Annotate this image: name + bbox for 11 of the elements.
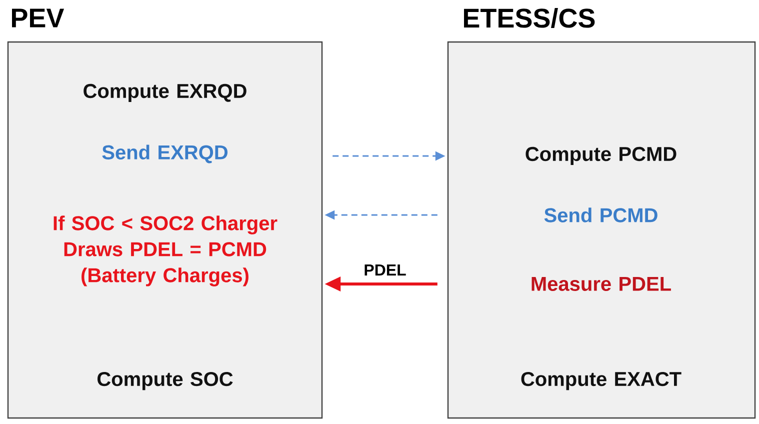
step-text: Send EXRQD bbox=[102, 144, 228, 164]
step-text: Compute SOC bbox=[98, 372, 233, 390]
heading: PEV bbox=[12, 8, 64, 28]
step-text: Compute PCMD bbox=[526, 146, 676, 166]
edge-label: PDEL bbox=[362, 264, 408, 276]
step-text: Compute EXACT bbox=[521, 372, 682, 390]
step-text: If SOC < SOC2 Charger Draws PDEL = PCMD (Battery Charges) bbox=[54, 216, 278, 286]
step-text: Compute EXRQD bbox=[84, 84, 246, 102]
heading: ETESS/CS bbox=[464, 8, 595, 28]
step-text: Send PCMD bbox=[544, 208, 658, 222]
step-text: Measure PDEL bbox=[532, 277, 671, 291]
